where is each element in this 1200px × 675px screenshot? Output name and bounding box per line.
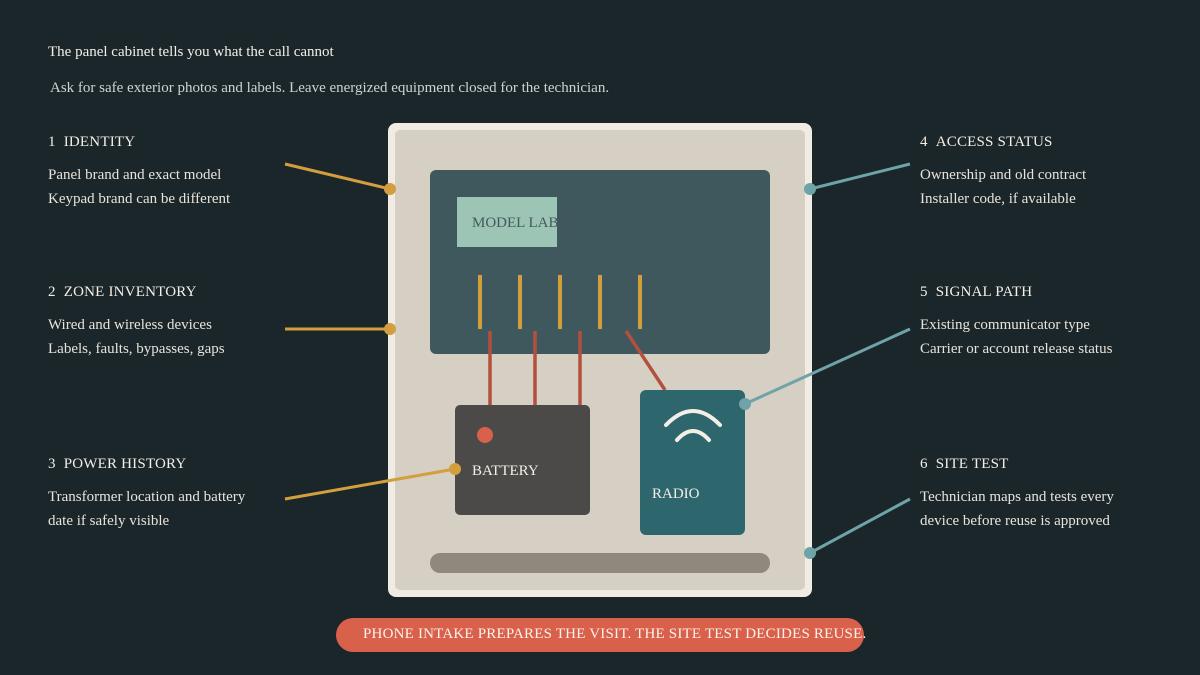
- leader-dot: [804, 183, 816, 195]
- page-title: The panel cabinet tells you what the cal…: [48, 44, 334, 60]
- callout-line: Keypad brand can be different: [48, 191, 231, 207]
- terminal: [598, 275, 602, 329]
- callout-line: Wired and wireless devices: [48, 317, 212, 333]
- callout-line: Transformer location and battery: [48, 489, 246, 505]
- callout-line: Technician maps and tests every: [920, 489, 1114, 505]
- footer-banner-text: PHONE INTAKE PREPARES THE VISIT. THE SIT…: [363, 626, 867, 642]
- callout-line: Installer code, if available: [920, 191, 1076, 207]
- callout-title: IDENTITY: [63, 134, 136, 150]
- terminal: [558, 275, 562, 329]
- footer-banner: [336, 618, 864, 652]
- callout-access-status: 4 ACCESS STATUS Ownership and old contrac…: [920, 134, 1190, 211]
- terminal-strip: [478, 275, 642, 329]
- callout-line: date if safely visible: [48, 513, 170, 529]
- callout-site-test: 6 SITE TEST Technician maps and tests eve…: [920, 456, 1190, 533]
- leader-line-identity: [284, 162, 391, 191]
- callout-number: 3: [48, 456, 56, 472]
- callout-zone-inventory: 2 ZONE INVENTORY Wired and wireless devic…: [48, 284, 318, 361]
- callout-line: Ownership and old contract: [920, 167, 1087, 183]
- left-leader-lines: [284, 162, 456, 501]
- radio-label: RADIO: [652, 486, 700, 502]
- callout-identity: 1 IDENTITY Panel brand and exact model Ke…: [48, 134, 318, 211]
- callout-heading: 4 ACCESS STATUS: [920, 134, 1190, 151]
- callout-number: 1: [48, 134, 56, 150]
- leader-line-access-status: [809, 162, 911, 191]
- leader-dot: [384, 323, 396, 335]
- callout-number: 5: [920, 284, 928, 300]
- callout-power-history: 3 POWER HISTORY Transformer location and …: [48, 456, 318, 533]
- leader-line-power-history: [284, 467, 456, 501]
- terminal: [518, 275, 522, 329]
- leader-line-signal-path: [744, 327, 911, 406]
- battery-box: [455, 405, 590, 515]
- callout-title: ACCESS STATUS: [935, 134, 1053, 150]
- callout-title: ZONE INVENTORY: [63, 284, 197, 300]
- callout-number: 6: [920, 456, 928, 472]
- callout-heading: 2 ZONE INVENTORY: [48, 284, 318, 301]
- callout-heading: 5 SIGNAL PATH: [920, 284, 1190, 301]
- terminal: [638, 275, 642, 329]
- callout-heading: 6 SITE TEST: [920, 456, 1190, 473]
- leader-dot: [449, 463, 461, 475]
- battery-label: BATTERY: [472, 463, 539, 479]
- leader-dot: [739, 398, 751, 410]
- battery-indicator: [477, 427, 493, 443]
- callout-number: 2: [48, 284, 56, 300]
- callout-line: device before reuse is approved: [920, 513, 1110, 529]
- leader-dot: [804, 547, 816, 559]
- callout-heading: 3 POWER HISTORY: [48, 456, 318, 473]
- wires: [488, 330, 667, 407]
- page-subtitle: Ask for safe exterior photos and labels.…: [50, 80, 610, 96]
- cabinet-bottom-bar: [430, 553, 770, 573]
- callout-line: Carrier or account release status: [920, 341, 1113, 357]
- model-label-box: [457, 197, 557, 247]
- leader-line-site-test: [809, 497, 911, 555]
- terminal: [478, 275, 482, 329]
- wire: [624, 330, 667, 391]
- callout-number: 4: [920, 134, 928, 150]
- model-label-text: MODEL LABEL: [472, 215, 577, 231]
- callout-line: Labels, faults, bypasses, gaps: [48, 341, 225, 357]
- callout-heading: 1 IDENTITY: [48, 134, 318, 151]
- callout-line: Panel brand and exact model: [48, 167, 222, 183]
- callout-line: Existing communicator type: [920, 317, 1090, 333]
- callout-title: SITE TEST: [935, 456, 1009, 472]
- right-leader-lines: [744, 162, 911, 555]
- callout-title: SIGNAL PATH: [935, 284, 1033, 300]
- leader-dot: [384, 183, 396, 195]
- callout-title: POWER HISTORY: [63, 456, 187, 472]
- wifi-icon: [664, 409, 722, 442]
